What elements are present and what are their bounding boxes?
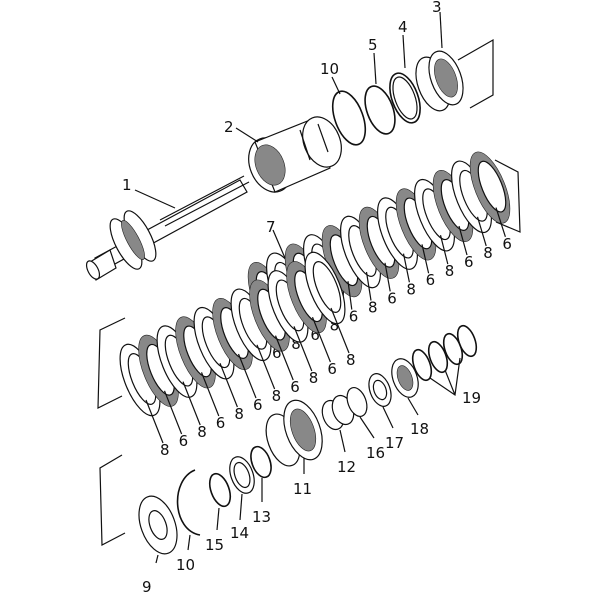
plate-leader	[330, 307, 350, 354]
callout-10-upper: 10	[320, 60, 339, 78]
shaft-part-1	[85, 175, 250, 281]
piston-part-3	[415, 50, 464, 112]
plate-callout: 6	[387, 289, 397, 307]
plate-callout: 6	[327, 360, 337, 378]
callout-13: 13	[252, 508, 271, 526]
plate-callout: 8	[330, 317, 340, 335]
callout-12: 12	[337, 458, 356, 476]
plate-callout: 6	[216, 414, 226, 432]
plate-leader	[237, 353, 257, 399]
lower-bracket	[99, 454, 126, 546]
plate-callout: 8	[483, 244, 493, 262]
plate-callout: 6	[179, 432, 189, 450]
bearing-part-14	[229, 456, 255, 494]
callout-1: 1	[122, 176, 132, 194]
plate-leader	[476, 216, 487, 247]
plate-leader	[365, 271, 372, 301]
callout-15: 15	[205, 536, 224, 554]
callout-4: 4	[398, 18, 408, 36]
plate-leader	[347, 281, 353, 310]
plate-callout: 6	[502, 235, 512, 253]
plate-leader	[274, 335, 294, 381]
plate-leader	[402, 253, 410, 283]
plate-leader	[219, 362, 238, 408]
ring-part-13	[250, 445, 272, 479]
plate-callout: 6	[253, 396, 263, 414]
callout-19: 19	[462, 389, 481, 407]
plate-callout: 6	[272, 344, 282, 362]
callout-11: 11	[293, 480, 312, 498]
plate-callout: 6	[290, 378, 300, 396]
plate-callout: 6	[349, 308, 359, 326]
plate-leader	[311, 316, 331, 363]
plate-callout: 8	[291, 335, 301, 353]
plate-callout: 6	[310, 326, 320, 344]
leader-7	[272, 229, 286, 259]
plate-callout: 8	[197, 423, 207, 441]
plate-leader	[182, 381, 201, 426]
ring-part-5	[364, 85, 396, 135]
plate-callout: 6	[464, 253, 474, 271]
ring-part-15	[208, 472, 232, 508]
callout-7: 7	[266, 218, 276, 236]
plate-callout: 8	[346, 351, 356, 369]
pack-bracket-right	[494, 159, 521, 233]
hub-part-11	[265, 399, 323, 467]
plate-leader	[495, 207, 506, 237]
callout-3: 3	[432, 0, 442, 16]
plate-callout: 8	[368, 299, 378, 317]
clutch-plate-bore	[312, 261, 342, 313]
seal-rings-part-19	[411, 324, 478, 397]
bearing-part-18	[391, 358, 419, 398]
plate-leader	[384, 262, 391, 292]
plate-leader	[256, 344, 276, 390]
plate-callout: 8	[406, 280, 416, 298]
callout-10-lower: 10	[176, 556, 195, 574]
plate-leader	[163, 390, 183, 435]
clutch-plate-bore	[477, 160, 507, 213]
plate-callout: 6	[426, 271, 436, 289]
ring-part-4	[389, 72, 421, 124]
plate-callout: 8	[272, 387, 282, 405]
plate-callout: 8	[234, 405, 244, 423]
callout-5: 5	[368, 36, 378, 54]
plate-leader	[145, 399, 164, 444]
washer-part-9	[138, 495, 178, 555]
plate-leader	[439, 235, 449, 265]
snap-ring-part-10-lower	[176, 469, 201, 536]
callout-18: 18	[410, 420, 429, 438]
callout-17: 17	[385, 434, 404, 452]
plate-leader	[458, 225, 468, 256]
callout-16: 16	[366, 444, 385, 462]
ring-part-16	[346, 386, 368, 418]
pack-bracket-left	[97, 317, 126, 409]
plate-callout: 8	[445, 262, 455, 280]
callout-14: 14	[230, 524, 249, 542]
washer-part-17	[368, 373, 392, 407]
drum-part-2	[248, 116, 342, 193]
upper-bracket	[457, 38, 494, 109]
plate-leader	[293, 326, 313, 372]
callout-9: 9	[142, 578, 152, 596]
callout-2: 2	[224, 118, 234, 136]
plate-callout: 8	[160, 441, 170, 459]
plate-leader	[200, 372, 220, 417]
plate-callout: 8	[309, 369, 319, 387]
plate-leader	[421, 244, 430, 274]
